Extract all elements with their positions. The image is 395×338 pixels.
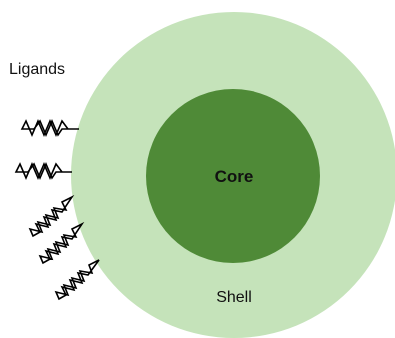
ligand-4 [38, 221, 85, 265]
core-label: Core [215, 167, 254, 186]
shell-label: Shell [216, 289, 252, 306]
ligand-1 [20, 118, 79, 138]
ligand-2 [14, 161, 72, 181]
core-circle [146, 89, 320, 263]
ligand-5 [54, 259, 100, 301]
ligand-3 [28, 194, 75, 238]
ligands-label: Ligands [9, 61, 65, 78]
